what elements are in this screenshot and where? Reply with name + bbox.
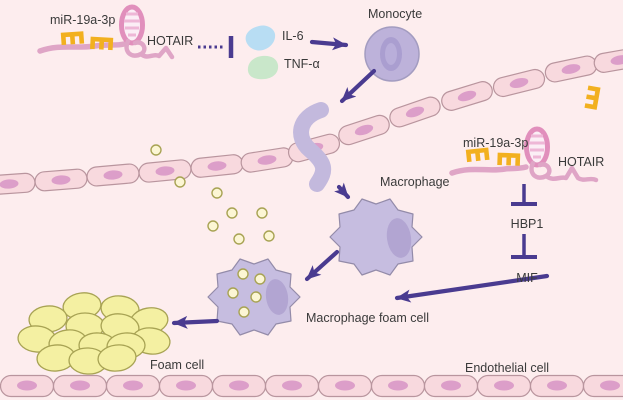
arrow-mif-to-foam <box>394 273 550 303</box>
label-macrophage-foam-cell: Macrophage foam cell <box>306 311 429 325</box>
hairpin-rungs <box>529 134 545 159</box>
lipid-dot <box>226 207 238 219</box>
hotair-hairpin-loop <box>524 126 550 168</box>
lipid-dot <box>227 287 239 299</box>
endothelial-cell <box>85 162 141 188</box>
arrow-macrophage-to-foam <box>304 249 340 282</box>
label-il6: IL-6 <box>282 29 304 43</box>
monocyte-cell <box>364 26 420 82</box>
arrow-cytokines-to-monocyte <box>309 37 349 51</box>
endothelial-cell <box>0 374 55 398</box>
label-endothelial-cell: Endothelial cell <box>465 361 549 375</box>
hairpin-rungs <box>124 12 140 37</box>
endothelial-cell <box>211 374 267 398</box>
label-hotair-left: HOTAIR <box>147 34 193 48</box>
endothelial-cell <box>317 374 373 398</box>
macrophage-foam-cell <box>207 258 301 336</box>
endothelial-cell <box>105 374 161 398</box>
endothelial-cell <box>423 374 479 398</box>
macrophage-cell <box>329 198 423 276</box>
lipid-dot <box>150 144 162 156</box>
pathway-arrows <box>171 37 550 329</box>
lipid-dot <box>256 207 268 219</box>
mir-hotair-complex-right <box>449 126 599 183</box>
lipid-dot <box>207 220 219 232</box>
arrow-foam-to-cluster <box>171 315 220 329</box>
lipid-dot <box>254 273 266 285</box>
endothelial-cell <box>52 374 108 398</box>
label-foam-cell: Foam cell <box>150 358 204 372</box>
lipid-dot <box>211 187 223 199</box>
lipid-dot <box>174 176 186 188</box>
lipid-dot <box>233 233 245 245</box>
endothelial-cell <box>476 374 532 398</box>
transmigrating-monocyte <box>293 102 332 192</box>
arrow-monocyte-to-wall <box>339 68 377 104</box>
endothelial-cell <box>529 374 585 398</box>
lipid-dot <box>238 306 250 318</box>
label-monocyte: Monocyte <box>368 7 422 21</box>
endothelial-cell <box>264 374 320 398</box>
lipid-dot <box>237 268 249 280</box>
rna-tail-curl <box>124 38 175 60</box>
rna-tail-curl <box>529 160 599 183</box>
label-mir-right: miR-19a-3p <box>463 136 528 150</box>
rna-strand <box>449 164 529 176</box>
lipid-dot <box>263 230 275 242</box>
label-macrophage: Macrophage <box>380 175 450 189</box>
label-hbp1: HBP1 <box>511 217 544 231</box>
arrow-wall-to-macrophage <box>334 182 351 200</box>
il6-blob <box>245 25 276 51</box>
hotair-hairpin-loop <box>119 4 145 46</box>
mir-hotair-complex-left <box>37 4 175 60</box>
endothelial-cell <box>158 374 214 398</box>
endothelial-cell <box>33 167 89 193</box>
label-tnf: TNF-α <box>284 57 320 71</box>
label-hotair-right: HOTAIR <box>558 155 604 169</box>
lipid-dot <box>250 291 262 303</box>
rna-strand <box>37 41 127 54</box>
inhibition-lines <box>198 36 537 259</box>
macrophage-nucleus <box>386 218 412 258</box>
foam-cell-nucleus <box>265 279 289 315</box>
label-mif: MIF <box>516 271 538 285</box>
endothelial-cell <box>582 374 623 398</box>
endothelial-cell <box>370 374 426 398</box>
label-mir-left: miR-19a-3p <box>50 13 115 27</box>
tnf-blob <box>247 55 279 80</box>
